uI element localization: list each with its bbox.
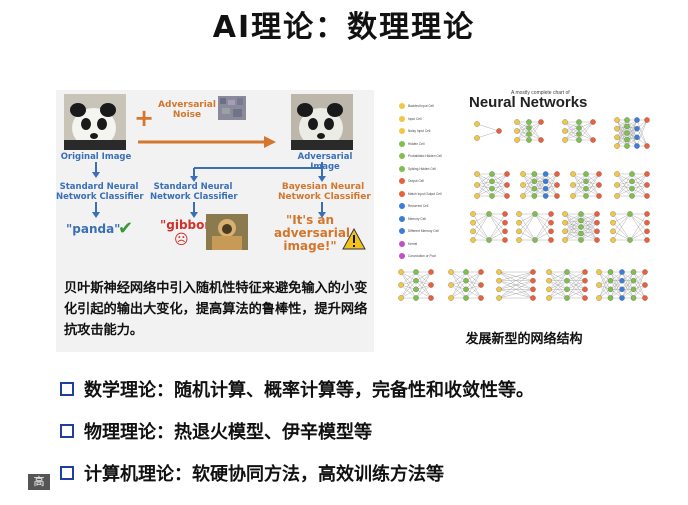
network-diagram — [474, 121, 502, 141]
legend-item: Input Cell — [399, 113, 459, 126]
legend-label: Recurrent Cell — [408, 204, 429, 209]
legend-label: Backfed Input Cell — [408, 104, 434, 109]
network-diagram — [514, 119, 544, 143]
legend-label: Hidden Cell — [408, 141, 425, 146]
network-diagram — [562, 119, 596, 143]
bullet-text: 物理理论：热退火模型、伊辛模型等 — [84, 422, 372, 443]
legend-label: Match Input Output Cell — [408, 191, 442, 196]
network-diagram — [470, 211, 508, 243]
network-diagram — [520, 171, 560, 199]
legend-label: Output Cell — [408, 179, 424, 184]
network-diagram — [516, 211, 554, 243]
adversarial-image-label: Adversarial Image — [297, 152, 353, 172]
legend-item: Kernel — [399, 238, 459, 251]
legend-label: Memory Cell — [408, 216, 426, 221]
network-diagram — [596, 269, 648, 301]
network-diagram — [474, 171, 510, 199]
legend-dot-icon — [399, 228, 405, 235]
network-diagram — [614, 117, 650, 149]
legend-dot-icon — [399, 140, 405, 147]
sad-face-icon: ☹ — [174, 232, 189, 248]
flow-arrows — [92, 136, 326, 218]
bayesian-classifier-label: Bayesian Neural Network Classifier — [278, 182, 371, 202]
legend-dot-icon — [399, 153, 405, 160]
legend-item: Memory Cell — [399, 213, 459, 226]
bullet-text: 数学理论：随机计算、概率计算等，完备性和收敛性等。 — [84, 380, 534, 401]
legend-dot-icon — [399, 178, 405, 185]
adversarial-detected-output: "It's an adversarial image!" — [274, 213, 351, 253]
legend-label: Noisy Input Cell — [408, 129, 431, 134]
original-image-label: Original Image — [60, 152, 132, 162]
legend-item: Probablistic Hidden Cell — [399, 150, 459, 163]
legend-dot-icon — [399, 128, 405, 135]
panda-output: "panda" — [66, 222, 121, 236]
network-diagram — [448, 269, 484, 301]
legend-label: Input Cell — [408, 116, 422, 121]
network-diagram — [610, 211, 650, 243]
legend-item: Different Memory Cell — [399, 225, 459, 238]
bullet-text: 计算机理论：软硬协同方法，高效训练方法等 — [84, 464, 444, 485]
legend-item: Noisy Input Cell — [399, 125, 459, 138]
legend-label: Probablistic Hidden Cell — [408, 154, 442, 159]
network-diagram — [570, 171, 602, 199]
bullet-item: 计算机理论：软硬协同方法，高效训练方法等 — [60, 452, 660, 494]
left-caption: 贝叶斯神经网络中引入随机性特征来避免输入的小变化引起的输出大变化，提高算法的鲁棒… — [64, 281, 368, 338]
bullet-marker-icon — [60, 382, 74, 396]
slide-title: AI理论：数理理论 — [212, 10, 476, 45]
network-diagram — [546, 269, 588, 301]
legend-item: Backfed Input Cell — [399, 100, 459, 113]
corner-tag: 高 — [28, 474, 50, 490]
network-diagram — [496, 269, 536, 301]
bullet-item: 数学理论：随机计算、概率计算等，完备性和收敛性等。 — [60, 368, 660, 410]
bullet-item: 物理理论：热退火模型、伊辛模型等 — [60, 410, 660, 452]
warning-icon — [342, 228, 366, 250]
adversarial-noise-label: Adversarial Noise — [158, 100, 216, 120]
legend-dot-icon — [399, 253, 405, 260]
check-icon: ✔ — [118, 218, 134, 239]
panda-image — [64, 94, 126, 150]
legend-label: Kernel — [408, 241, 418, 246]
gibbon-image — [206, 214, 248, 250]
legend-dot-icon — [399, 240, 405, 247]
legend-item: Hidden Cell — [399, 138, 459, 151]
legend-dot-icon — [399, 165, 405, 172]
network-diagram — [562, 211, 600, 243]
legend-label: Spiking Hidden Cell — [408, 166, 436, 171]
gibbon-output: "gibbon" — [160, 218, 220, 232]
standard-classifier-label: Standard Neural Network Classifier — [56, 182, 144, 202]
standard-classifier-label-2: Standard Neural Network Classifier — [150, 182, 238, 202]
legend-item: Match Input Output Cell — [399, 188, 459, 201]
network-diagram — [398, 269, 434, 301]
legend-item: Spiking Hidden Cell — [399, 163, 459, 176]
adversarial-panda-image — [291, 94, 353, 150]
network-diagrams — [398, 117, 650, 301]
bullet-marker-icon — [60, 424, 74, 438]
legend-item: Output Cell — [399, 175, 459, 188]
legend-dot-icon — [399, 190, 405, 197]
legend-dot-icon — [399, 203, 405, 210]
neural-network-chart: A mostly complete chart of Neural Networ… — [393, 90, 655, 352]
bullet-marker-icon — [60, 466, 74, 480]
chart-title: Neural Networks — [469, 94, 588, 111]
legend-label: Convolution or Pool — [408, 254, 436, 259]
chart-subtitle: A mostly complete chart of — [511, 90, 570, 96]
legend-dot-icon — [399, 103, 405, 110]
legend-item: Convolution or Pool — [399, 250, 459, 263]
plus-icon: + — [134, 104, 155, 132]
adversarial-figure: + Adversarial Noise Original — [56, 90, 374, 352]
bullet-list: 数学理论：随机计算、概率计算等，完备性和收敛性等。 物理理论：热退火模型、伊辛模… — [60, 368, 660, 494]
noise-image — [218, 96, 246, 120]
legend-dot-icon — [399, 215, 405, 222]
right-caption: 发展新型的网络结构 — [465, 332, 583, 347]
network-diagram — [614, 171, 650, 199]
legend-dot-icon — [399, 115, 405, 122]
legend-label: Different Memory Cell — [408, 229, 439, 234]
legend-item: Recurrent Cell — [399, 200, 459, 213]
